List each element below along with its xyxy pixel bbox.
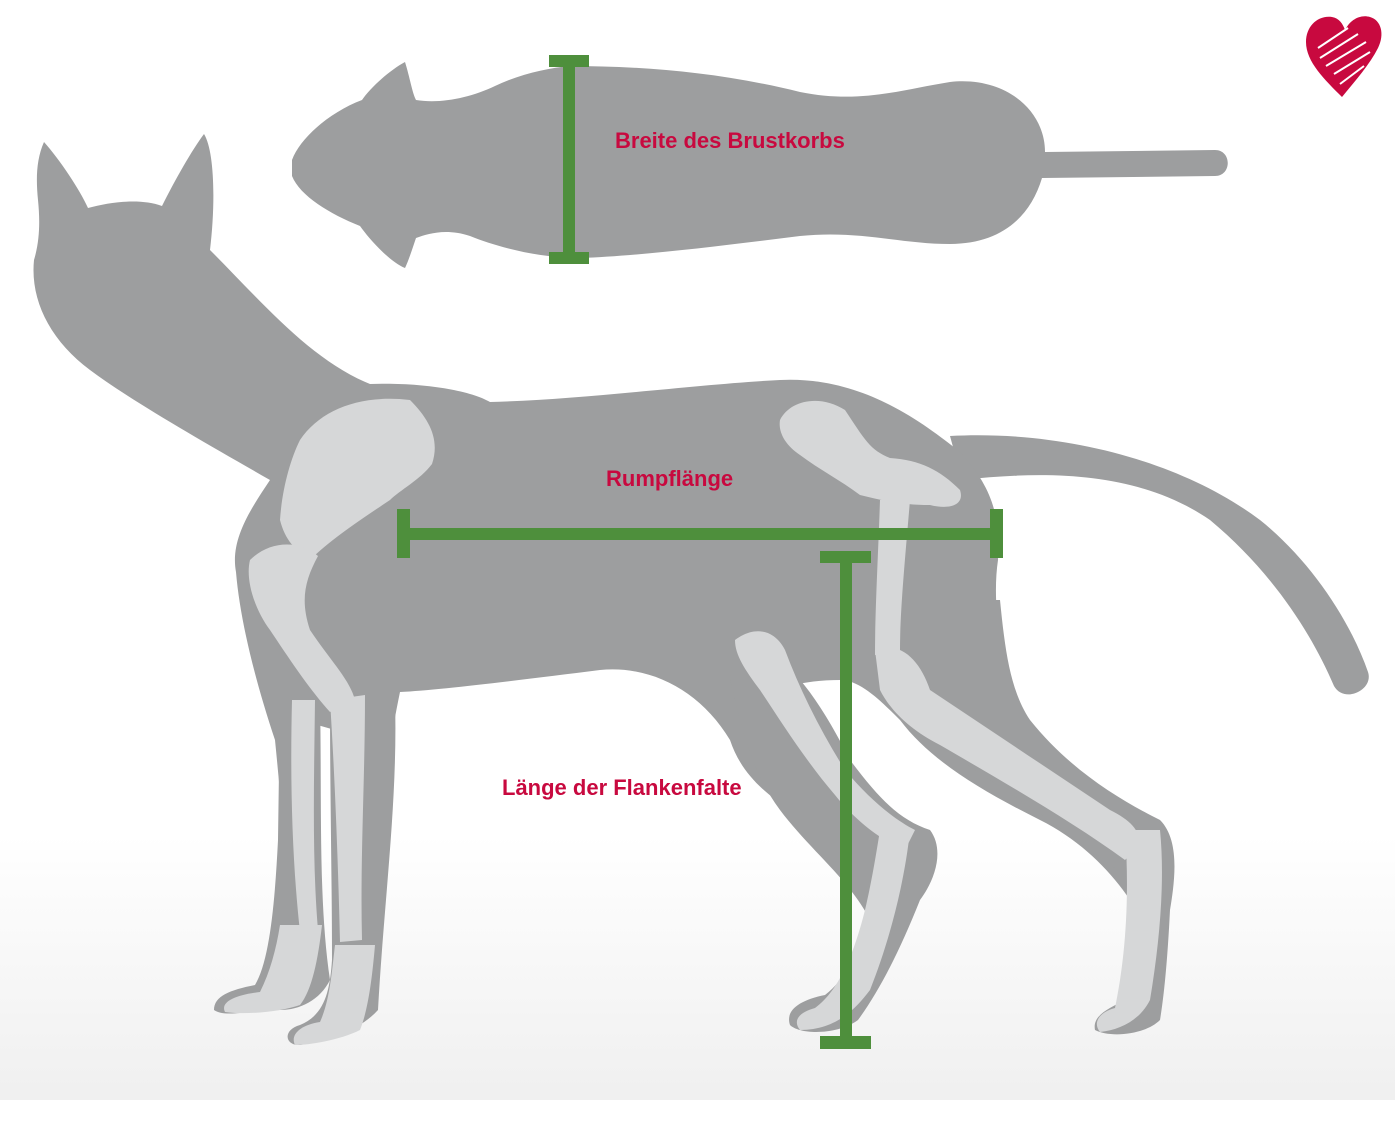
hind-paw-bones-front [1096,830,1162,1032]
cat-tail [950,435,1369,695]
humerus-bone [248,544,355,712]
pelvis-bone [779,400,961,507]
hind-leg-back-bones [735,631,915,850]
tibia-bone [875,647,1140,860]
flank-fold-length-label: Länge der Flankenfalte [502,775,742,800]
heart-logo-scribble [1317,27,1371,85]
measure-body-length [397,509,1003,558]
bottom-band [0,1100,1395,1128]
body-length-cap-left [397,509,410,558]
cat-skeleton [224,398,1162,1045]
flank-fold-line [840,557,852,1041]
flank-fold-cap-top [820,551,871,563]
heart-logo-icon [1306,16,1382,97]
heart-logo-shape [1306,16,1382,97]
body-length-line [402,528,998,540]
chest-width-cap-top [549,55,589,67]
measure-flank-fold [820,551,871,1049]
hind-paw-bones-back [796,830,910,1030]
front-paw-bones-a [293,945,375,1045]
cat-top-view [292,62,1228,268]
front-paw-bones-b [224,925,322,1014]
body-length-label: Rumpflänge [606,466,734,491]
body-length-cap-right [990,509,1003,558]
flank-fold-cap-bottom [820,1036,871,1049]
chest-width-cap-bottom [549,252,589,264]
measure-chest-width [549,55,589,264]
cat-side-view [33,134,1369,1046]
front-ulna-bone [291,700,318,932]
chest-width-label: Breite des Brustkorbs [615,128,845,153]
chest-width-line [563,62,575,258]
front-radius-bone [330,695,365,942]
scapula-bone [280,398,435,560]
cat-top-view-body [292,62,1228,268]
